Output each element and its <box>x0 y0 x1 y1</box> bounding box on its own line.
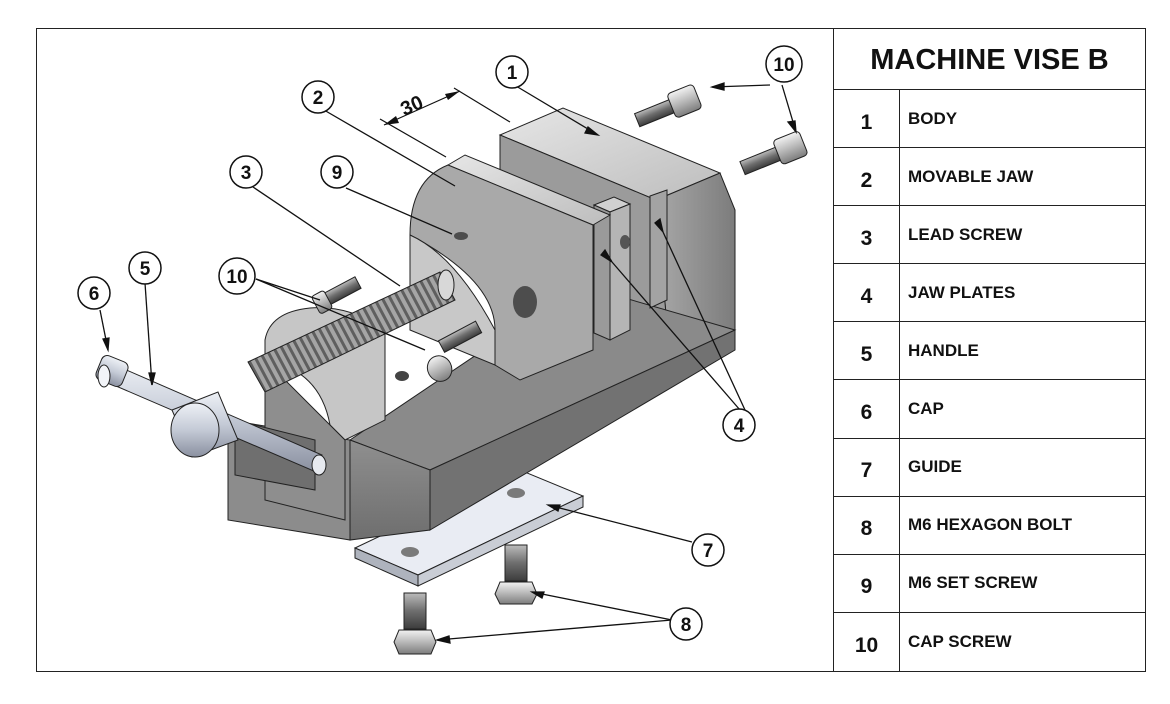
balloon-9: 9 <box>320 155 354 189</box>
part-name: M6 HEXAGON BOLT <box>908 515 1073 535</box>
balloon-5: 5 <box>128 251 162 285</box>
balloon-6: 6 <box>77 276 111 310</box>
table-row: 8 M6 HEXAGON BOLT <box>834 496 1145 555</box>
balloon-2: 2 <box>301 80 335 114</box>
part-name: HANDLE <box>908 340 979 360</box>
part-name: MOVABLE JAW <box>908 166 1034 186</box>
table-row: 4 JAW PLATES <box>834 264 1145 323</box>
svg-text:7: 7 <box>703 541 714 562</box>
balloon-8: 8 <box>669 607 703 641</box>
balloon-10-front: 10 <box>218 257 256 295</box>
table-row: 2 MOVABLE JAW <box>834 148 1145 207</box>
balloon-10-rear: 10 <box>765 45 803 83</box>
balloon-3: 3 <box>229 155 263 189</box>
svg-text:10: 10 <box>773 55 794 76</box>
table-row: 7 GUIDE <box>834 438 1145 497</box>
table-row: 5 HANDLE <box>834 322 1145 381</box>
leader-lines <box>99 82 797 644</box>
balloon-4: 4 <box>722 408 756 442</box>
table-row: 9 M6 SET SCREW <box>834 554 1145 613</box>
table-row: 1 BODY <box>834 90 1145 149</box>
part-name: M6 SET SCREW <box>908 573 1038 593</box>
part-number: 9 <box>834 554 900 612</box>
dimension-label: 30 <box>397 92 426 121</box>
svg-text:1: 1 <box>507 63 518 84</box>
part-name: JAW PLATES <box>908 282 1016 302</box>
table-row: 10 CAP SCREW <box>834 612 1145 671</box>
svg-text:8: 8 <box>681 615 692 636</box>
svg-text:10: 10 <box>226 267 247 288</box>
table-title: MACHINE VISE B <box>834 29 1145 90</box>
svg-text:3: 3 <box>241 163 252 184</box>
guide-plate <box>353 469 585 587</box>
handle <box>101 361 327 476</box>
part-number: 8 <box>834 496 900 554</box>
dimension-30 <box>379 87 511 158</box>
part-number: 2 <box>834 148 900 206</box>
part-name: CAP <box>908 399 944 419</box>
cap-screws <box>311 84 808 382</box>
assembly-drawing: 30 1 2 3 <box>77 45 808 655</box>
svg-text:2: 2 <box>313 88 324 109</box>
part-name: LEAD SCREW <box>908 224 1023 244</box>
part-name: CAP SCREW <box>908 631 1012 651</box>
parts-list-table: MACHINE VISE B 1 BODY 2 MOVABLE JAW 3 LE… <box>833 29 1145 671</box>
part-name: GUIDE <box>908 457 962 477</box>
part-number: 6 <box>834 380 900 438</box>
part-name: BODY <box>908 108 958 128</box>
cap <box>95 355 129 388</box>
svg-text:6: 6 <box>89 284 100 305</box>
part-number: 1 <box>834 90 900 148</box>
svg-text:5: 5 <box>140 259 151 280</box>
svg-text:4: 4 <box>734 416 745 437</box>
balloon-7: 7 <box>691 533 725 567</box>
lead-screw <box>247 269 456 393</box>
svg-text:9: 9 <box>332 163 343 184</box>
hexagon-bolts <box>393 544 538 655</box>
part-number: 4 <box>834 264 900 322</box>
part-number: 3 <box>834 206 900 264</box>
part-number: 7 <box>834 438 900 496</box>
part-number: 5 <box>834 322 900 380</box>
drawing-frame <box>36 28 1146 672</box>
table-row: 6 CAP <box>834 380 1145 439</box>
balloon-1: 1 <box>495 55 529 89</box>
part-number: 10 <box>834 612 900 671</box>
table-row: 3 LEAD SCREW <box>834 206 1145 265</box>
